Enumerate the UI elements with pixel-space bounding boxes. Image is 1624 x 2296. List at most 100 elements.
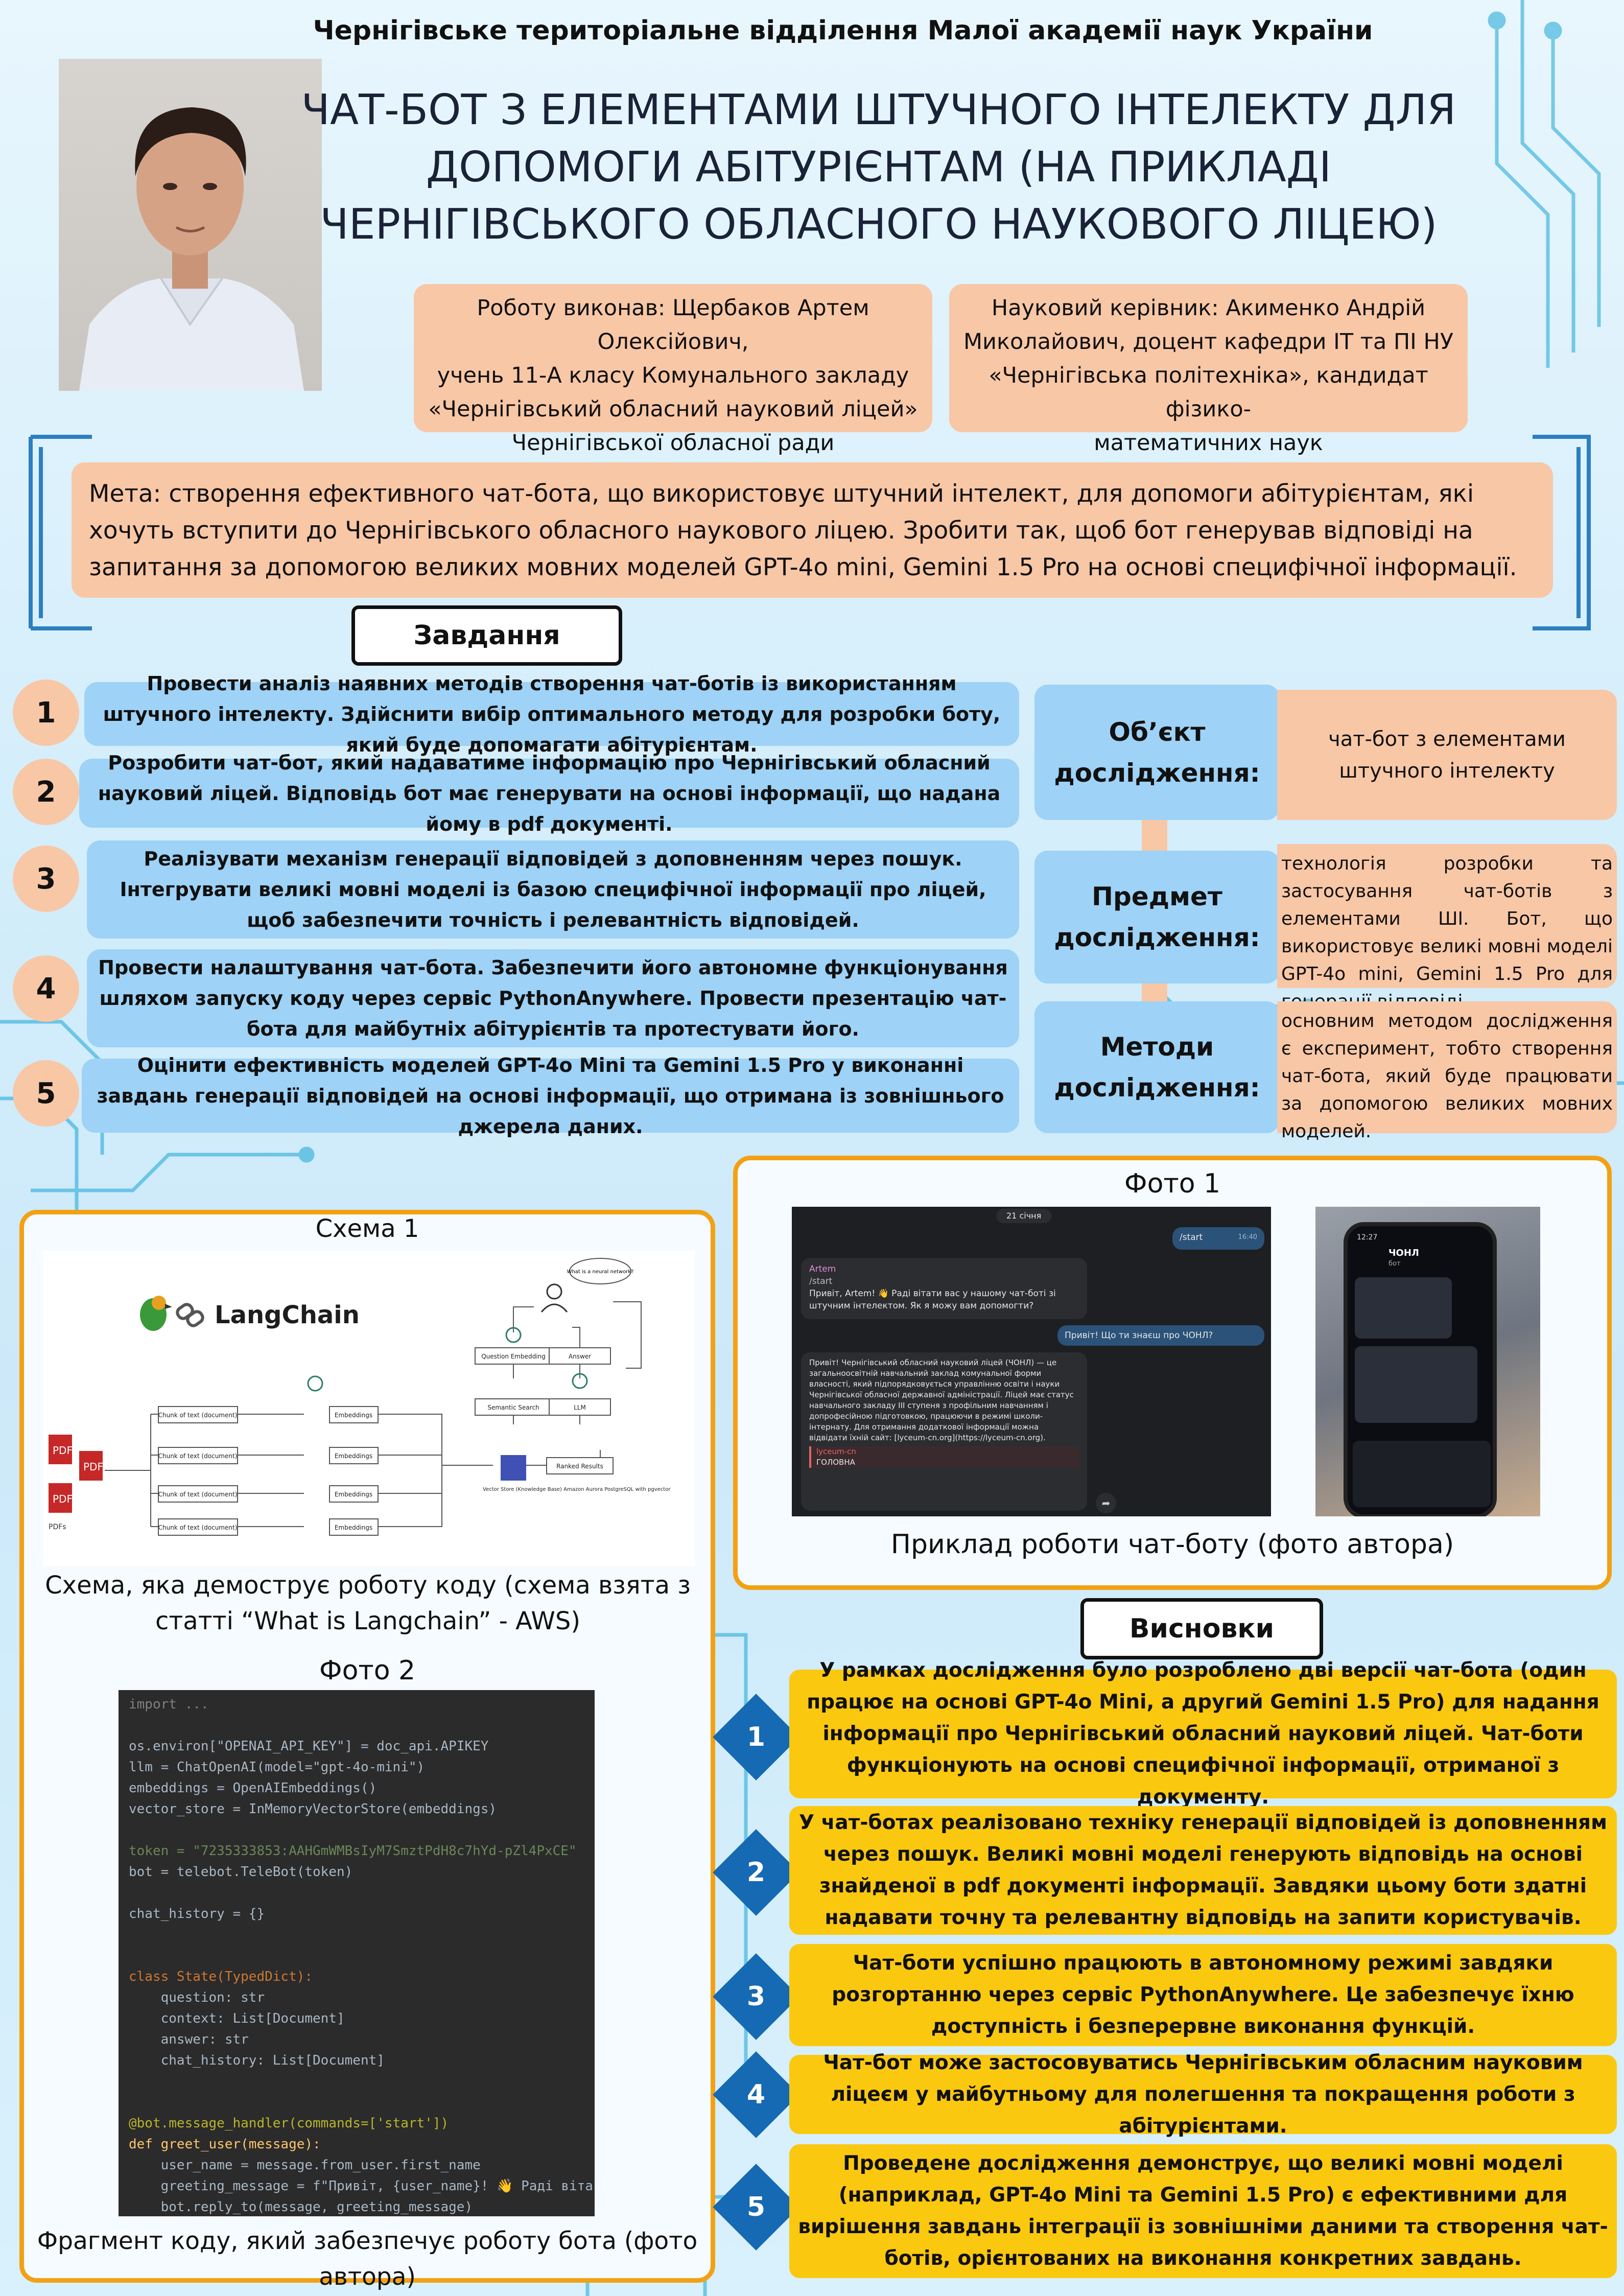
author-portrait-icon <box>79 107 304 391</box>
vector-store-icon <box>501 1455 526 1481</box>
photo1-caption: Приклад роботи чат-боту (фото автора) <box>890 1529 1454 1560</box>
task-item: Розробити чат-бот, який надаватиме інфор… <box>79 752 1019 835</box>
bot-greeting-text: Привіт, Artem! 👋 Раді вітати вас у нашом… <box>809 1288 1056 1311</box>
code-line: answer: str <box>129 2032 249 2047</box>
task-item: Провести аналіз наявних методів створенн… <box>84 672 1019 756</box>
code-line: vector_store = InMemoryVectorStore(embed… <box>129 1801 497 1817</box>
code-line: chat_history = {} <box>129 1906 265 1922</box>
photo1-title: Фото 1 <box>1124 1168 1221 1199</box>
phone-photo: 12:27 ЧОНЛ бот <box>1315 1207 1540 1516</box>
svg-text:PDF: PDF <box>53 1444 73 1457</box>
photo2-caption: Фрагмент коду, який забезпечує роботу бо… <box>37 2227 698 2291</box>
svg-text:PDF: PDF <box>83 1461 103 1473</box>
conclusion-number: 1 <box>746 1722 766 1752</box>
scheme-caption: Схема, яка демострує роботу коду (схема … <box>45 1571 691 1635</box>
langchain-logo: LangChain <box>215 1301 360 1329</box>
chat-date: 21 січня <box>996 1209 1052 1223</box>
embeddings-label: Embeddings <box>335 1452 372 1460</box>
vector-store-label: Vector Store (Knowledge Base) Amazon Aur… <box>483 1487 671 1492</box>
embeddings-label: Embeddings <box>335 1524 372 1531</box>
task-item: Оцінити ефективність моделей GPT-4o Mini… <box>82 1054 1019 1138</box>
research-methods-label: Методи дослідження: <box>1034 1001 1280 1133</box>
share-icon[interactable]: ➦ <box>1096 1493 1116 1513</box>
supervisor-line: Миколайович, доцент кафедри ІТ та ПІ НУ <box>963 329 1454 355</box>
link-preview-sub: ГОЛОВНА <box>816 1458 855 1467</box>
pdfs-label: PDFs <box>49 1523 66 1531</box>
question-text: What is a neural network? <box>567 1269 634 1275</box>
bot-command: /start <box>809 1276 833 1286</box>
organization-name: Чернігівське територіальне відділення Ма… <box>313 15 1373 46</box>
chain-link-icon <box>176 1303 204 1327</box>
code-line: bot.reply_to(message, greeting_message) <box>129 2199 473 2215</box>
phone-message-bubble <box>1355 1346 1477 1423</box>
chunk-label: Chunk of text (document) <box>158 1524 238 1531</box>
chunk-label: Chunk of text (document) <box>158 1452 238 1460</box>
task-number: 3 <box>13 846 79 912</box>
code-line: bot = telebot.TeleBot(token) <box>129 1864 353 1880</box>
code-line: def greet_user(message): <box>129 2137 321 2152</box>
answer-label: Answer <box>569 1353 591 1360</box>
conclusion-number: 2 <box>746 1857 766 1888</box>
code-line <box>129 1946 584 1966</box>
conclusion-number: 5 <box>746 2192 766 2222</box>
link-preview[interactable]: lyceum-cn ГОЛОВНА <box>809 1446 1079 1468</box>
bot-answer-text: Привіт! Чернігівський обласний науковий … <box>809 1358 1074 1442</box>
supervisor-line: «Чернігівська політехніка», кандидат фіз… <box>988 363 1428 422</box>
code-line <box>129 2071 584 2092</box>
code-line: llm = ChatOpenAI(model="gpt-4o-mini") <box>129 1760 425 1775</box>
question-embedding-label: Question Embedding <box>481 1353 546 1360</box>
phone-keyboard <box>1353 1441 1491 1507</box>
embeddings-label: Embeddings <box>335 1491 372 1498</box>
author-line: Чернігівської обласної ради <box>511 430 835 456</box>
research-object-text: чат-бот з елементами штучного інтелекту <box>1277 690 1617 820</box>
phone-chat-sub: бот <box>1388 1260 1401 1268</box>
bot-answer-bubble: Привіт! Чернігівський обласний науковий … <box>801 1352 1087 1511</box>
svg-text:PDF: PDF <box>53 1493 73 1505</box>
code-line: chat_history: List[Document] <box>129 2053 385 2068</box>
code-line: user_name = message.from_user.first_name <box>129 2158 481 2173</box>
scheme-title: Схема 1 <box>315 1214 419 1243</box>
code-line <box>129 1925 584 1946</box>
code-line: greeting_message = f"Привіт, {user_name}… <box>129 2178 595 2194</box>
code-line: context: List[Document] <box>129 2011 345 2026</box>
author-photo <box>59 59 322 391</box>
code-line <box>129 1820 584 1841</box>
research-object-label: Об’єкт дослідження: <box>1034 685 1280 820</box>
conclusion-item: У чат-ботах реалізовано техніку генераці… <box>789 1806 1617 1935</box>
conclusion-item: У рамках дослідження було розроблено дві… <box>789 1659 1617 1809</box>
code-line: embeddings = OpenAIEmbeddings() <box>129 1780 377 1796</box>
task-number: 5 <box>13 1060 79 1127</box>
pdf-icon: PDF <box>79 1451 103 1481</box>
chunk-label: Chunk of text (document) <box>158 1412 238 1419</box>
code-line: token = "7235333853:AAHGmWMBsIyM7SmztPdH… <box>129 1843 577 1859</box>
goal-box: Мета: створення ефективного чат-бота, що… <box>72 462 1553 598</box>
code-snippet: import ... os.environ["OPENAI_API_KEY"] … <box>119 1690 595 2216</box>
conclusions-header: Висновки <box>1080 1598 1323 1659</box>
research-subject-text: технологія розробки та застосування чат-… <box>1277 844 1617 1012</box>
author-info: Роботу виконав: Щербаков Артем Олексійов… <box>414 284 932 456</box>
photo2-title: Фото 2 <box>319 1655 416 1686</box>
task-number: 4 <box>13 955 79 1022</box>
question-bubble: What is a neural network? <box>567 1258 634 1284</box>
code-line: question: str <box>129 1990 265 2005</box>
embeddings-label: Embeddings <box>335 1412 372 1419</box>
conclusion-number: 3 <box>746 1981 766 2012</box>
link-preview-title: lyceum-cn <box>816 1447 856 1456</box>
conclusion-item: Проведене дослідження демонструє, що вел… <box>789 2144 1617 2278</box>
author-line: «Чернігівський обласний науковий ліцей» <box>428 396 918 422</box>
title-line: ЧЕРНІГІВСЬКОГО ОБЛАСНОГО НАУКОВОГО ЛІЦЕЮ… <box>320 200 1438 249</box>
supervisor-info: Науковий керівник: Акименко Андрій Микол… <box>949 284 1468 456</box>
task-item: Реалізувати механізм генерації відповіде… <box>87 840 1019 939</box>
langchain-diagram-svg: LangChain PDF PDF PDF PDFs Chunk of text… <box>49 1258 671 1536</box>
user-question-bubble: Привіт! Що ти знаєш про ЧОНЛ? <box>1057 1325 1264 1346</box>
title-line: ЧАТ-БОТ З ЕЛЕМЕНТАМИ ШТУЧНОГО ІНТЕЛЕКТУ … <box>301 86 1456 134</box>
author-line: Роботу виконав: Щербаков Артем Олексійов… <box>477 295 869 355</box>
phone-chat-title: ЧОНЛ <box>1388 1248 1419 1258</box>
pdf-icon: PDF <box>49 1435 73 1464</box>
telegram-screenshot: 21 січня /start 16:40 Artem /start Приві… <box>792 1207 1271 1516</box>
task-number: 1 <box>13 680 79 746</box>
code-line <box>129 1715 584 1736</box>
author-line: учень 11-А класу Комунального закладу <box>437 363 909 388</box>
parrot-icon <box>140 1296 172 1331</box>
